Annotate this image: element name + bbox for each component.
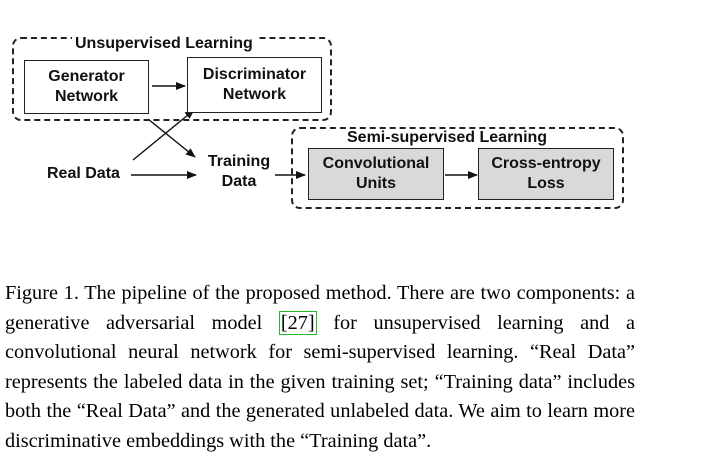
semisupervised-learning-group — [291, 127, 624, 209]
citation-link[interactable]: [27] — [278, 310, 317, 335]
training-data-line2: Data — [221, 173, 257, 190]
cross-entropy-loss-box: Cross-entropy Loss — [478, 148, 614, 200]
figure-caption: Figure 1. The pipeline of the proposed m… — [5, 279, 635, 456]
arrow-generator-to-training-data — [147, 118, 196, 158]
generator-label-line2: Network — [54, 88, 119, 105]
caption-text-part1: Figure 1. The pipeline of the proposed m… — [5, 282, 635, 334]
discriminator-label-line2: Network — [222, 86, 287, 103]
conv-label-line2: Units — [356, 175, 396, 192]
conv-label-line1: Convolutional — [322, 155, 430, 172]
loss-label-line1: Cross-entropy — [491, 155, 601, 172]
generator-network-box: Generator Network — [24, 60, 149, 114]
discriminator-network-box: Discriminator Network — [187, 57, 322, 113]
diagram-arrows — [131, 82, 478, 179]
arrow-real-data-to-discriminator — [132, 109, 195, 161]
convolutional-units-box: Convolutional Units — [308, 148, 444, 200]
loss-label-line2: Loss — [527, 175, 565, 192]
pipeline-diagram: Unsupervised Learning Semi-supervised Le… — [0, 0, 725, 225]
caption-text-part2: for unsupervised learning and a convolut… — [5, 311, 635, 452]
discriminator-label-line1: Discriminator — [202, 66, 307, 83]
real-data-label: Real Data — [47, 165, 120, 182]
generator-label-line1: Generator — [48, 68, 125, 85]
semisupervised-learning-title: Semi-supervised Learning — [344, 129, 551, 147]
unsupervised-learning-title: Unsupervised Learning — [72, 35, 256, 53]
training-data-line1: Training — [207, 153, 271, 170]
training-data-label: Training Data — [201, 152, 277, 192]
